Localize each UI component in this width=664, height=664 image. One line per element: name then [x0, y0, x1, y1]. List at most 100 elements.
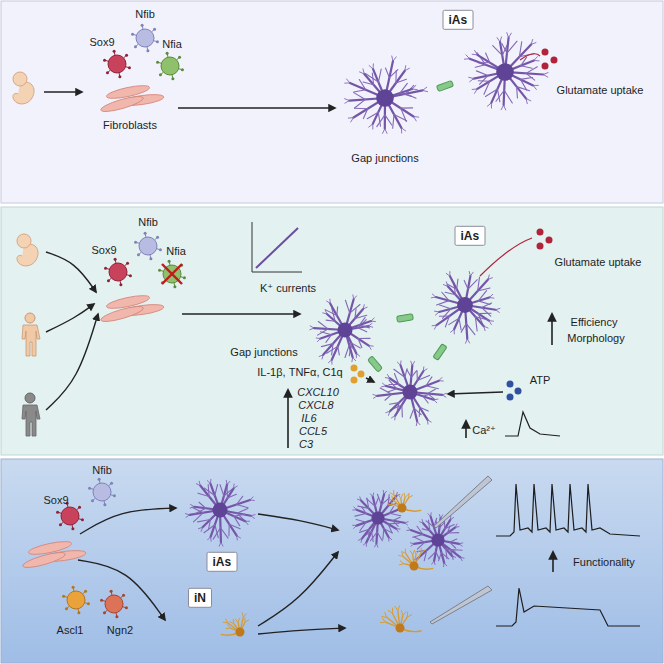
astrocyte — [426, 377, 432, 386]
astrocyte — [455, 526, 459, 528]
astrocyte — [368, 326, 373, 327]
neuron — [399, 548, 434, 571]
transcription-factor — [139, 237, 157, 255]
transcription-factor — [104, 267, 107, 270]
astrocyte — [435, 312, 439, 315]
annotation-label: Gap junctions — [351, 152, 418, 165]
cell-type-box: iAs — [443, 10, 474, 30]
transcription-factor — [78, 506, 81, 509]
astrocyte — [478, 288, 490, 291]
astrocyte — [251, 515, 256, 516]
annotation-label: Gap junctions — [230, 346, 297, 359]
astrocyte — [447, 284, 456, 289]
transcription-factor — [173, 285, 176, 288]
astrocyte — [353, 357, 356, 361]
astrocyte — [346, 79, 350, 83]
process-arrow — [80, 508, 176, 534]
astrocyte — [400, 361, 402, 366]
astrocyte — [388, 523, 399, 525]
transcription-factor — [156, 236, 159, 239]
astrocyte — [534, 60, 540, 61]
astrocyte — [372, 493, 374, 497]
astrocyte — [385, 394, 392, 400]
molecule-dots — [537, 229, 553, 250]
transcription-factor — [62, 595, 65, 598]
annotation-label: Nfia — [166, 245, 186, 258]
astrocyte — [389, 507, 393, 514]
astrocyte — [445, 292, 455, 294]
recording-electrode — [430, 586, 492, 624]
process-arrow — [46, 314, 98, 410]
astrocyte — [367, 112, 378, 118]
astrocyte — [464, 32, 548, 110]
astrocyte — [422, 519, 423, 523]
calcium-trace — [505, 412, 560, 436]
increase-arrow — [288, 390, 289, 448]
transcription-factor — [91, 499, 94, 502]
astrocyte — [469, 271, 470, 276]
astrocyte — [376, 89, 394, 107]
astrocyte — [450, 539, 457, 542]
astrocyte — [437, 301, 449, 305]
transcription-factor — [113, 50, 116, 53]
molecule-dots — [537, 229, 544, 236]
astrocyte — [439, 514, 440, 518]
astrocyte — [478, 277, 480, 291]
astrocyte — [405, 68, 410, 71]
astrocyte — [354, 93, 366, 100]
astrocyte — [519, 42, 521, 57]
astrocyte — [329, 299, 330, 304]
neuron — [399, 564, 404, 565]
astrocyte — [368, 323, 372, 326]
transcription-factor — [103, 503, 106, 506]
astrocyte — [431, 271, 500, 343]
astrocyte — [215, 485, 218, 496]
astrocyte — [485, 89, 497, 96]
molecule-dots — [542, 49, 549, 56]
human-figure — [22, 405, 40, 436]
neuron — [403, 611, 407, 615]
neuron — [402, 552, 404, 557]
gap-junction — [433, 344, 447, 361]
process-arrow — [46, 252, 96, 292]
transcription-factor — [119, 283, 122, 286]
transcription-factor — [178, 56, 181, 59]
transcription-factor — [181, 68, 184, 71]
neuron — [396, 624, 405, 633]
molecule-dots — [542, 63, 549, 70]
astrocyte — [358, 339, 362, 348]
astrocyte — [359, 80, 365, 90]
astrocyte — [517, 87, 530, 91]
astrocyte — [408, 527, 411, 530]
astrocyte — [190, 507, 195, 509]
astrocyte — [345, 345, 349, 357]
neuron — [388, 610, 392, 613]
astrocyte — [478, 80, 489, 82]
astrocyte — [236, 496, 242, 504]
astrocyte — [501, 105, 504, 110]
embryo-figure — [13, 72, 27, 86]
astrocyte — [210, 479, 211, 484]
process-arrow — [366, 378, 374, 382]
astrocyte — [369, 65, 373, 69]
astrocyte — [360, 496, 361, 500]
astrocyte — [368, 529, 370, 537]
astrocyte — [414, 116, 417, 121]
astrocyte — [423, 90, 428, 91]
neuron — [233, 619, 235, 624]
astrocyte — [363, 109, 367, 119]
iv-graph — [252, 222, 302, 272]
astrocyte — [352, 490, 408, 547]
astrocyte — [318, 329, 328, 335]
transcription-factor — [136, 29, 154, 47]
astrocyte — [338, 346, 340, 354]
astrocyte — [395, 70, 396, 83]
neuron — [235, 619, 238, 623]
astrocyte — [459, 543, 463, 544]
astrocyte — [378, 69, 381, 82]
cell-type-label: iAs — [213, 555, 232, 569]
astrocyte — [434, 311, 439, 313]
neuron — [410, 551, 413, 555]
transcription-factor — [65, 607, 68, 610]
